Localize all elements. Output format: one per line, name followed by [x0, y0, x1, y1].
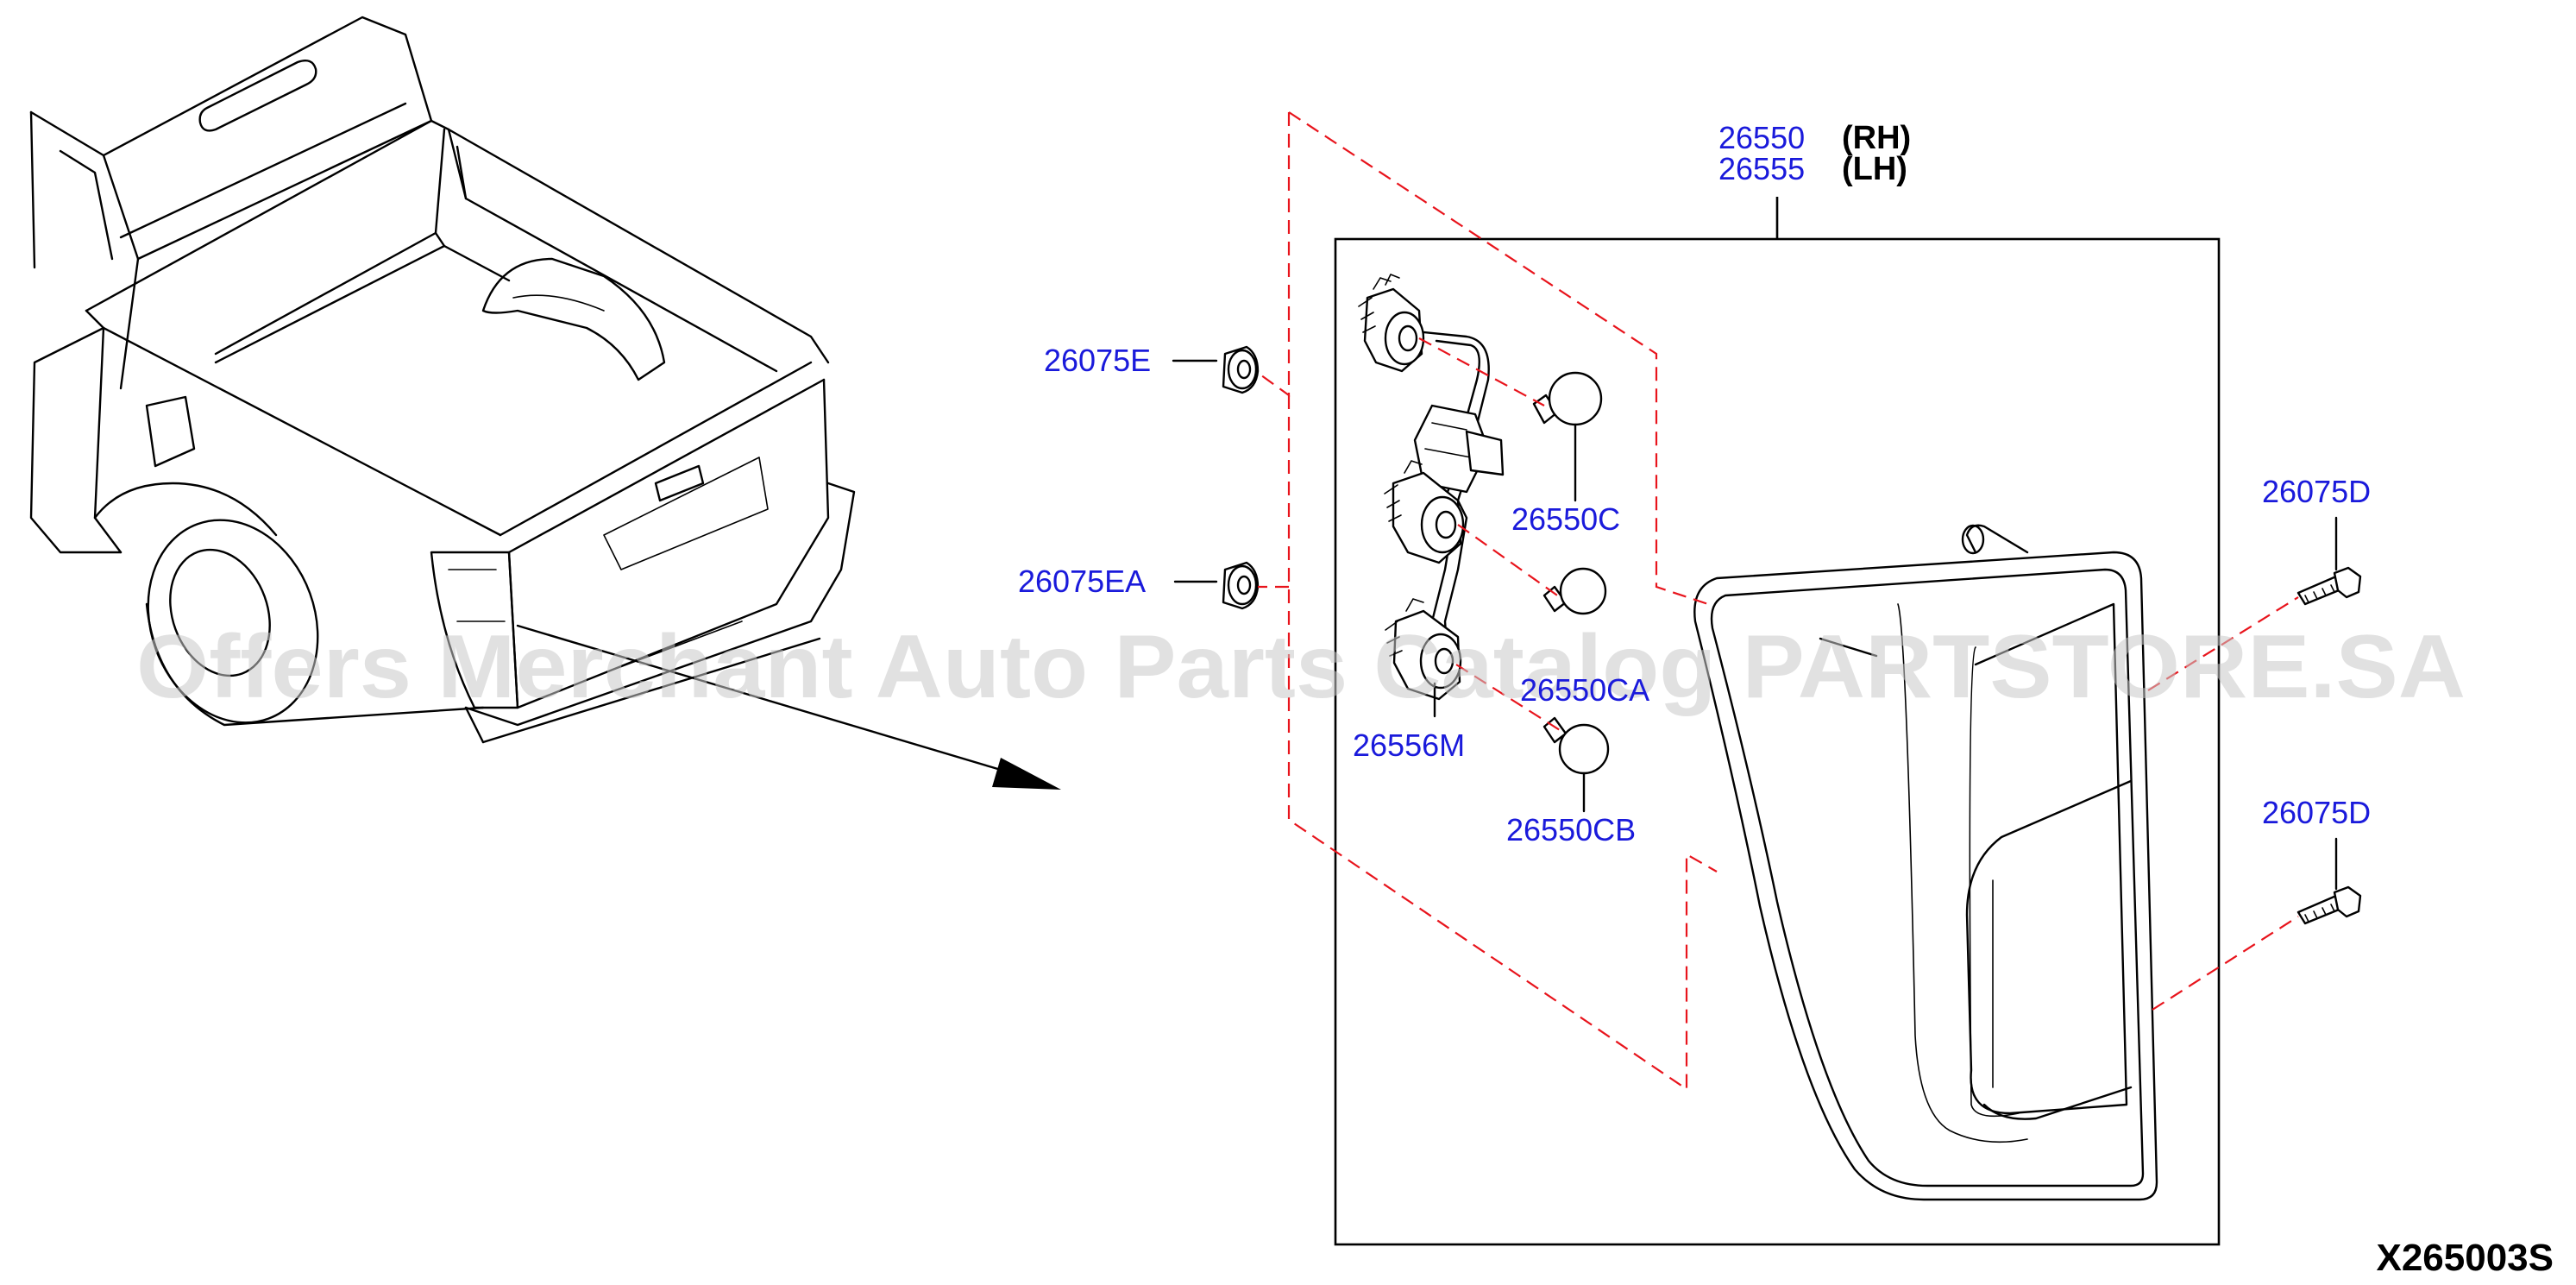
grommet-upper [1222, 345, 1260, 394]
assembly-lh-number: 26555 [1718, 151, 1805, 186]
label-leaders [1172, 359, 2338, 891]
label-grommet-upper: 26075E [1044, 343, 1151, 378]
tail-lamp-lens [1693, 524, 2158, 1201]
label-bulb-upper: 26550C [1511, 501, 1620, 537]
label-grommet-lower: 26075EA [1018, 564, 1146, 599]
diagram-reference-code: X265003S [2376, 1237, 2554, 1279]
screw-lower [2296, 885, 2362, 925]
grommet-lower [1222, 561, 1260, 610]
bulb-socket-upper [1358, 274, 1425, 373]
label-screw-lower: 26075D [2262, 795, 2371, 830]
label-bulb-middle: 26550CA [1520, 672, 1649, 708]
label-harness: 26556M [1353, 728, 1465, 763]
screw-upper [2296, 566, 2362, 606]
assembly-lh-side: (LH) [1842, 151, 1907, 187]
assembly-frame [1334, 237, 2221, 1246]
pickup-truck-illustration [29, 16, 856, 744]
bulb-socket-middle [1384, 460, 1465, 564]
mounting-guide-lines [1257, 111, 2299, 1092]
bulb-socket-lower [1385, 598, 1462, 701]
bulb-middle [1542, 567, 1607, 615]
wiring-harness [1413, 331, 1505, 683]
bulb-upper [1532, 371, 1603, 426]
assembly-rh-side: (RH) [1842, 120, 1911, 156]
assembly-rh-number: 26550 [1718, 120, 1805, 155]
callout-arrow [516, 624, 1061, 790]
watermark: Offers Merchant Auto Parts Catalog PARTS… [136, 617, 2466, 717]
label-screw-upper: 26075D [2262, 474, 2371, 509]
label-bulb-lower: 26550CB [1506, 812, 1636, 847]
